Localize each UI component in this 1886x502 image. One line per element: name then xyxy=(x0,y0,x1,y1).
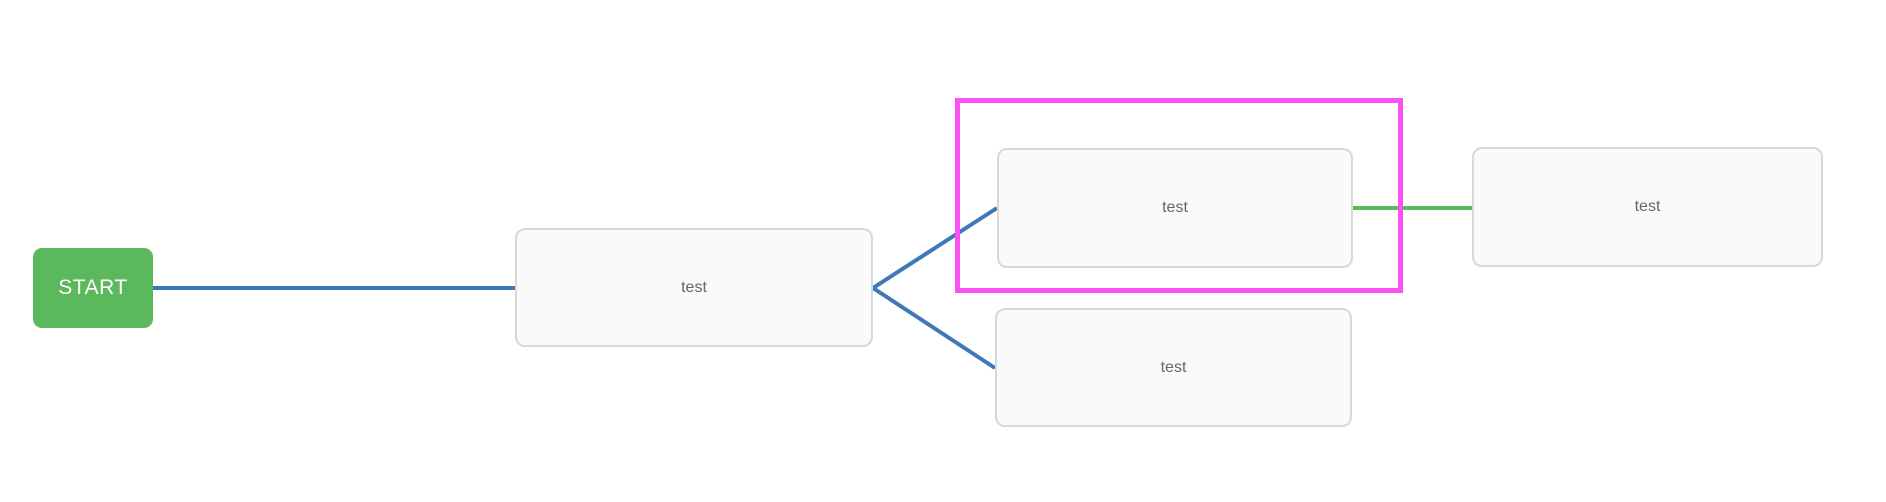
task-node-2-label: test xyxy=(1162,199,1188,216)
edge-n1-to-n2[interactable] xyxy=(871,206,999,290)
task-node-1-label: test xyxy=(681,278,707,296)
start-node-label: START xyxy=(58,276,128,299)
task-node-4[interactable]: test xyxy=(1472,147,1823,267)
start-node[interactable]: START xyxy=(33,248,153,328)
task-node-2-selected[interactable]: test xyxy=(997,148,1353,268)
edge-n1-to-n3[interactable] xyxy=(871,286,997,370)
task-node-1[interactable]: test xyxy=(515,228,873,347)
task-node-3[interactable]: test xyxy=(995,308,1352,427)
task-node-4-label: test xyxy=(1634,198,1661,215)
task-node-3-label: test xyxy=(1160,358,1187,376)
